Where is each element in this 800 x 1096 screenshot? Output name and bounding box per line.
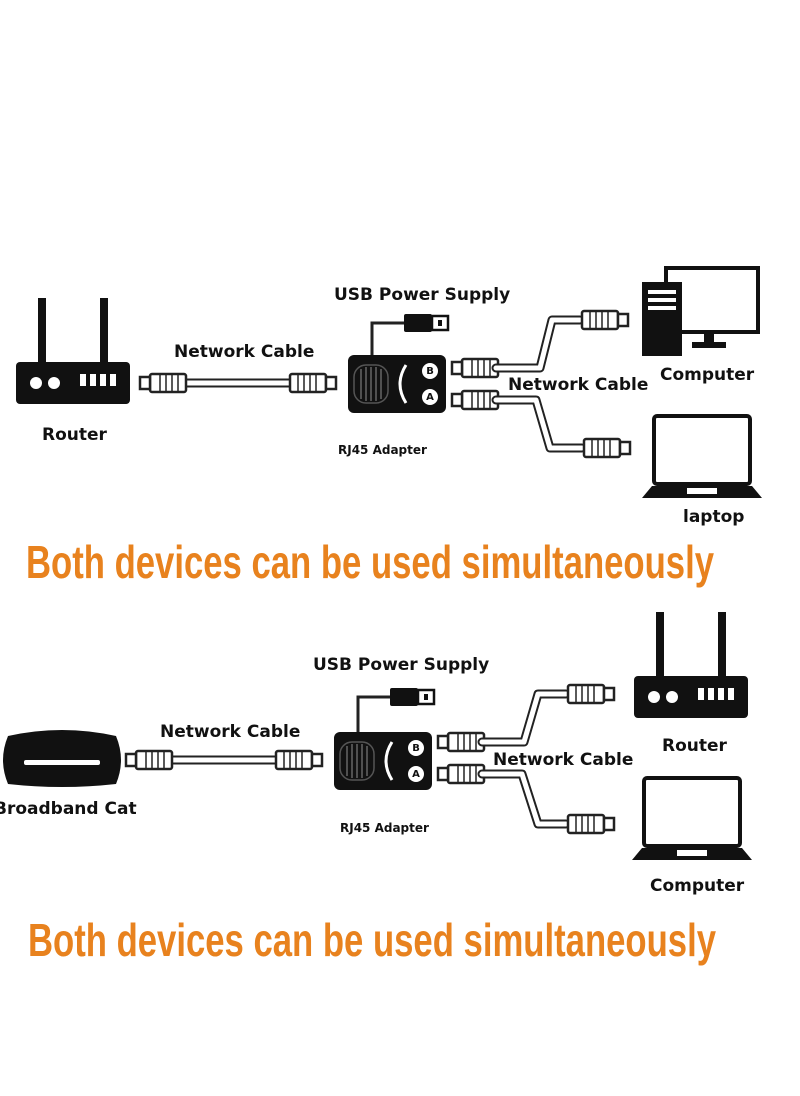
rj45-plug-icon bbox=[140, 374, 186, 392]
port-b-label: B bbox=[426, 366, 434, 377]
rj45-plug-icon bbox=[438, 733, 484, 751]
rj45-plug-icon bbox=[566, 683, 616, 705]
router-icon bbox=[634, 612, 748, 718]
port-a-label: A bbox=[412, 769, 420, 780]
source-label: Router bbox=[42, 425, 108, 445]
device-a-label: Computer bbox=[660, 365, 755, 385]
bottom-diagram: Broadband Cat Network Cable USB Power Su… bbox=[0, 612, 754, 966]
usb-label: USB Power Supply bbox=[313, 655, 489, 675]
usb-label: USB Power Supply bbox=[334, 285, 510, 305]
network-cable-right-upper bbox=[491, 315, 585, 373]
rj45-plug-icon bbox=[274, 749, 324, 771]
source-label: Broadband Cat bbox=[0, 799, 137, 819]
cable-left-label: Network Cable bbox=[160, 722, 300, 742]
usb-plug-icon bbox=[388, 686, 436, 708]
banner-text: Both devices can be used simultaneously bbox=[28, 914, 716, 966]
adapter-label: RJ45 Adapter bbox=[340, 821, 429, 835]
rj45-plug-icon bbox=[580, 309, 630, 331]
top-diagram: Router Network Cable USB Power Supply B … bbox=[16, 266, 764, 588]
usb-plug-icon bbox=[402, 312, 450, 334]
rj45-plug-icon bbox=[126, 751, 172, 769]
device-b-label: Computer bbox=[650, 876, 745, 896]
cable-right-label: Network Cable bbox=[508, 375, 648, 395]
laptop-icon bbox=[640, 414, 764, 500]
port-a-label: A bbox=[426, 392, 434, 403]
desktop-computer-icon bbox=[640, 266, 760, 358]
rj45-plug-icon bbox=[288, 372, 338, 394]
cable-left-label: Network Cable bbox=[174, 342, 314, 362]
rj45-plug-icon bbox=[452, 391, 498, 409]
rj45-plug-icon bbox=[582, 437, 632, 459]
rj45-plug-icon bbox=[452, 359, 498, 377]
port-b-label: B bbox=[412, 743, 420, 754]
rj45-adapter-icon bbox=[346, 353, 448, 415]
rj45-adapter-icon bbox=[332, 730, 434, 792]
device-a-label: Router bbox=[662, 736, 728, 756]
broadband-modem-icon bbox=[3, 730, 121, 787]
rj45-plug-icon bbox=[566, 813, 616, 835]
adapter-label: RJ45 Adapter bbox=[338, 443, 427, 457]
laptop-icon bbox=[630, 776, 754, 862]
router-icon bbox=[16, 298, 130, 404]
rj45-plug-icon bbox=[438, 765, 484, 783]
device-b-label: laptop bbox=[683, 507, 744, 527]
banner-text: Both devices can be used simultaneously bbox=[26, 536, 714, 588]
cable-right-label: Network Cable bbox=[493, 750, 633, 770]
